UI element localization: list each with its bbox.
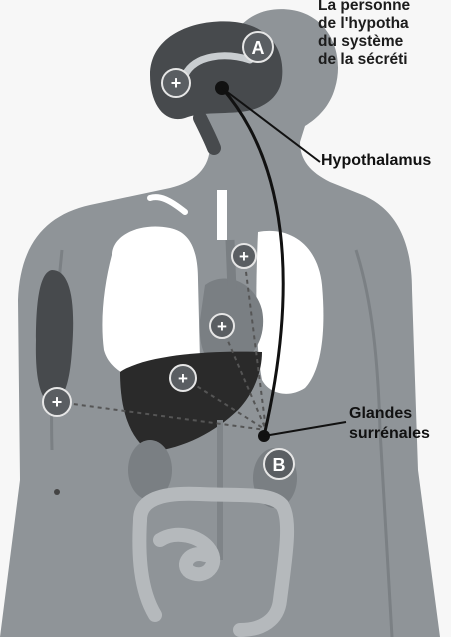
svg-text:+: + (178, 369, 188, 388)
svg-text:B: B (273, 455, 286, 475)
svg-text:+: + (217, 317, 227, 336)
caption-line: du système (318, 33, 451, 51)
marker-b: B (264, 449, 294, 479)
caption-text: La personne de l'hypotha du système de l… (318, 0, 451, 69)
plus-marker: + (170, 365, 196, 391)
glandes-label-line: surrénales (349, 424, 430, 444)
svg-text:+: + (52, 392, 63, 412)
glandes-label-line: Glandes (349, 404, 430, 424)
svg-text:+: + (171, 73, 182, 93)
plus-marker: + (43, 388, 71, 416)
plus-marker: + (232, 244, 256, 268)
hypothalamus-label: Hypothalamus (321, 151, 451, 170)
caption-line: de l'hypotha (318, 15, 451, 33)
glandes-surrenales-label: Glandes surrénales (349, 404, 430, 444)
svg-text:A: A (252, 38, 265, 58)
svg-text:+: + (239, 247, 249, 266)
arm-dot (54, 489, 60, 495)
marker-a: A (243, 32, 273, 62)
plus-marker: + (210, 314, 234, 338)
caption-line: La personne (318, 0, 451, 15)
caption-line: de la sécréti (318, 51, 451, 69)
plus-marker: + (162, 69, 190, 97)
